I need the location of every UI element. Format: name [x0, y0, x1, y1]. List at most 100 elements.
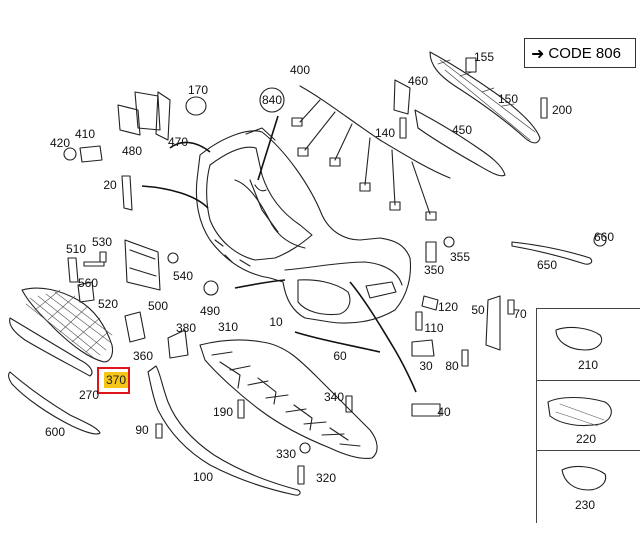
callout-170[interactable]: 170	[187, 83, 209, 97]
callout-480[interactable]: 480	[121, 144, 143, 158]
callout-90[interactable]: 90	[135, 423, 149, 437]
bolt-320	[297, 465, 305, 485]
callout-110[interactable]: 110	[424, 321, 444, 335]
bracket-460	[393, 79, 411, 115]
grille	[21, 287, 114, 363]
callout-230[interactable]: 230	[574, 498, 596, 512]
bracket-560	[67, 257, 79, 283]
callout-210[interactable]: 210	[577, 358, 599, 372]
clip-140	[399, 117, 407, 139]
callout-380[interactable]: 380	[175, 321, 197, 335]
callout-360[interactable]: 360	[132, 349, 154, 363]
arrow-right-icon: ➜	[531, 43, 545, 63]
callout-330[interactable]: 330	[275, 447, 297, 461]
callout-190[interactable]: 190	[212, 405, 234, 419]
bolt-510	[83, 261, 105, 267]
spoiler	[147, 365, 301, 496]
bolt-90	[155, 423, 163, 439]
callout-220[interactable]: 220	[575, 432, 597, 446]
bracket-40	[411, 403, 441, 417]
callout-40[interactable]: 40	[437, 405, 451, 419]
callout-660[interactable]: 660	[593, 230, 615, 244]
callout-340[interactable]: 340	[323, 390, 345, 404]
nut-660	[593, 233, 607, 247]
nut-330	[299, 442, 311, 454]
bracket-360	[124, 311, 146, 343]
callout-350[interactable]: 350	[423, 263, 445, 277]
nut-355	[443, 236, 455, 248]
lower-strip	[8, 371, 101, 435]
leader-lines	[141, 115, 417, 393]
callout-100[interactable]: 100	[192, 470, 214, 484]
cover-30	[411, 339, 435, 357]
sensor-490	[203, 280, 219, 296]
wiring-harness	[291, 85, 451, 221]
callout-10[interactable]: 10	[269, 315, 283, 329]
panel-220	[547, 396, 612, 427]
sensor-410	[79, 145, 103, 163]
code-box: ➜ CODE 806	[524, 38, 636, 68]
trim-strip	[9, 317, 93, 377]
callout-530[interactable]: 530	[91, 235, 113, 249]
lower-cover	[199, 339, 378, 459]
absorber	[414, 109, 506, 177]
callout-120[interactable]: 120	[437, 300, 459, 314]
bolt-80	[461, 349, 469, 367]
callout-355[interactable]: 355	[449, 250, 471, 264]
code-label: CODE 806	[548, 44, 621, 62]
bracket-480	[117, 91, 161, 136]
callout-70[interactable]: 70	[513, 307, 527, 321]
bracket-20	[121, 175, 133, 211]
callout-400[interactable]: 400	[289, 63, 311, 77]
callout-840[interactable]: 840	[261, 93, 283, 107]
callout-470[interactable]: 470	[167, 135, 189, 149]
bolt-110	[415, 311, 423, 331]
callout-310[interactable]: 310	[217, 320, 239, 334]
star-emblem	[185, 96, 207, 116]
bolt-340	[345, 395, 353, 413]
callout-650[interactable]: 650	[536, 258, 558, 272]
callout-520[interactable]: 520	[97, 297, 119, 311]
callout-600[interactable]: 600	[44, 425, 66, 439]
bracket-50	[485, 295, 501, 351]
bumper-cover	[195, 127, 412, 324]
callout-410[interactable]: 410	[74, 127, 96, 141]
washer-540	[167, 252, 179, 264]
bracket-520	[77, 281, 95, 303]
callout-150[interactable]: 150	[497, 92, 519, 106]
bolt-200	[540, 97, 548, 119]
callout-140[interactable]: 140	[374, 126, 396, 140]
callout-200[interactable]: 200	[551, 103, 573, 117]
callout-20[interactable]: 20	[103, 178, 117, 192]
badge-840	[259, 87, 285, 113]
highlight-label[interactable]: 370	[104, 372, 129, 388]
sensor-420	[63, 147, 77, 161]
callout-490[interactable]: 490	[199, 304, 221, 318]
callout-80[interactable]: 80	[445, 359, 459, 373]
callout-60[interactable]: 60	[333, 349, 347, 363]
bolt-70	[507, 299, 515, 315]
panel-210	[555, 326, 603, 351]
chrome-strip	[511, 241, 593, 265]
clip-350	[425, 241, 437, 263]
bracket-380	[167, 329, 189, 359]
side-panel	[536, 308, 640, 523]
plate-holder	[124, 239, 161, 291]
callout-450[interactable]: 450	[451, 123, 473, 137]
callout-540[interactable]: 540	[172, 269, 194, 283]
callout-420[interactable]: 420	[49, 136, 71, 150]
clip-155	[465, 57, 477, 73]
callout-460[interactable]: 460	[407, 74, 429, 88]
panel-divider	[536, 380, 640, 381]
callout-270[interactable]: 270	[78, 388, 100, 402]
callout-500[interactable]: 500	[147, 299, 169, 313]
callout-155[interactable]: 155	[473, 50, 495, 64]
bracket-470	[155, 91, 171, 141]
callout-30[interactable]: 30	[419, 359, 433, 373]
callout-320[interactable]: 320	[315, 471, 337, 485]
bolt-530	[99, 251, 107, 263]
callout-50[interactable]: 50	[471, 303, 485, 317]
callout-510[interactable]: 510	[65, 242, 87, 256]
callout-560[interactable]: 560	[77, 276, 99, 290]
